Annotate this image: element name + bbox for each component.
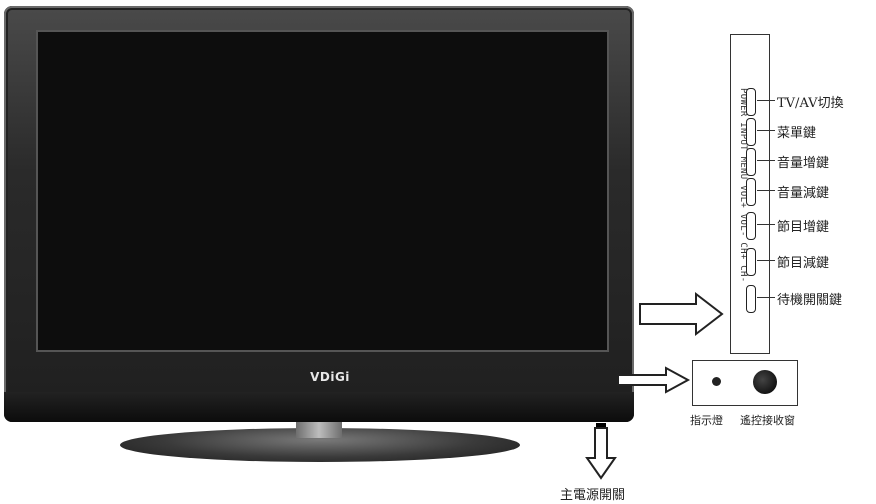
right-arrow-icon (639, 291, 724, 337)
remote-receiver-window (753, 370, 777, 394)
volume-down-button[interactable] (746, 178, 756, 206)
remote-receiver-label: 遙控接收窗 (740, 414, 795, 427)
channel-down-button[interactable] (746, 248, 756, 276)
main-power-switch-label: 主電源開關 (560, 488, 626, 503)
standby-label: 待機開關鍵 (777, 293, 843, 308)
leader-line (757, 100, 775, 101)
standby-button[interactable] (746, 285, 756, 313)
leader-line (757, 260, 775, 261)
leader-line (757, 190, 775, 191)
leader-line (757, 160, 775, 161)
volume-down-label: 音量減鍵 (777, 186, 830, 201)
indicator-panel (692, 360, 798, 406)
down-arrow-icon (585, 427, 617, 480)
leader-line (757, 224, 775, 225)
menu-button[interactable] (746, 118, 756, 146)
leader-line (757, 297, 775, 298)
tv-bottom-bar (4, 392, 634, 422)
tv-av-switch-button[interactable] (746, 88, 756, 116)
tv-stand-neck (296, 422, 342, 438)
indicator-label: 指示燈 (690, 414, 723, 427)
tv-screen (36, 30, 609, 352)
volume-up-label: 音量增鍵 (777, 156, 830, 171)
leader-line (757, 130, 775, 131)
channel-up-label: 節目增鍵 (777, 220, 830, 235)
menu-label: 菜單鍵 (777, 126, 817, 141)
right-arrow-icon (617, 366, 691, 394)
volume-up-button[interactable] (746, 148, 756, 176)
tv-av-switch-label: TV/AV切換 (777, 96, 844, 111)
tv-power-switch[interactable] (596, 423, 606, 427)
indicator-light (712, 377, 721, 386)
tv-brand-logo: VDiGi (310, 370, 350, 384)
channel-down-label: 節目減鍵 (777, 256, 830, 271)
channel-up-button[interactable] (746, 212, 756, 240)
